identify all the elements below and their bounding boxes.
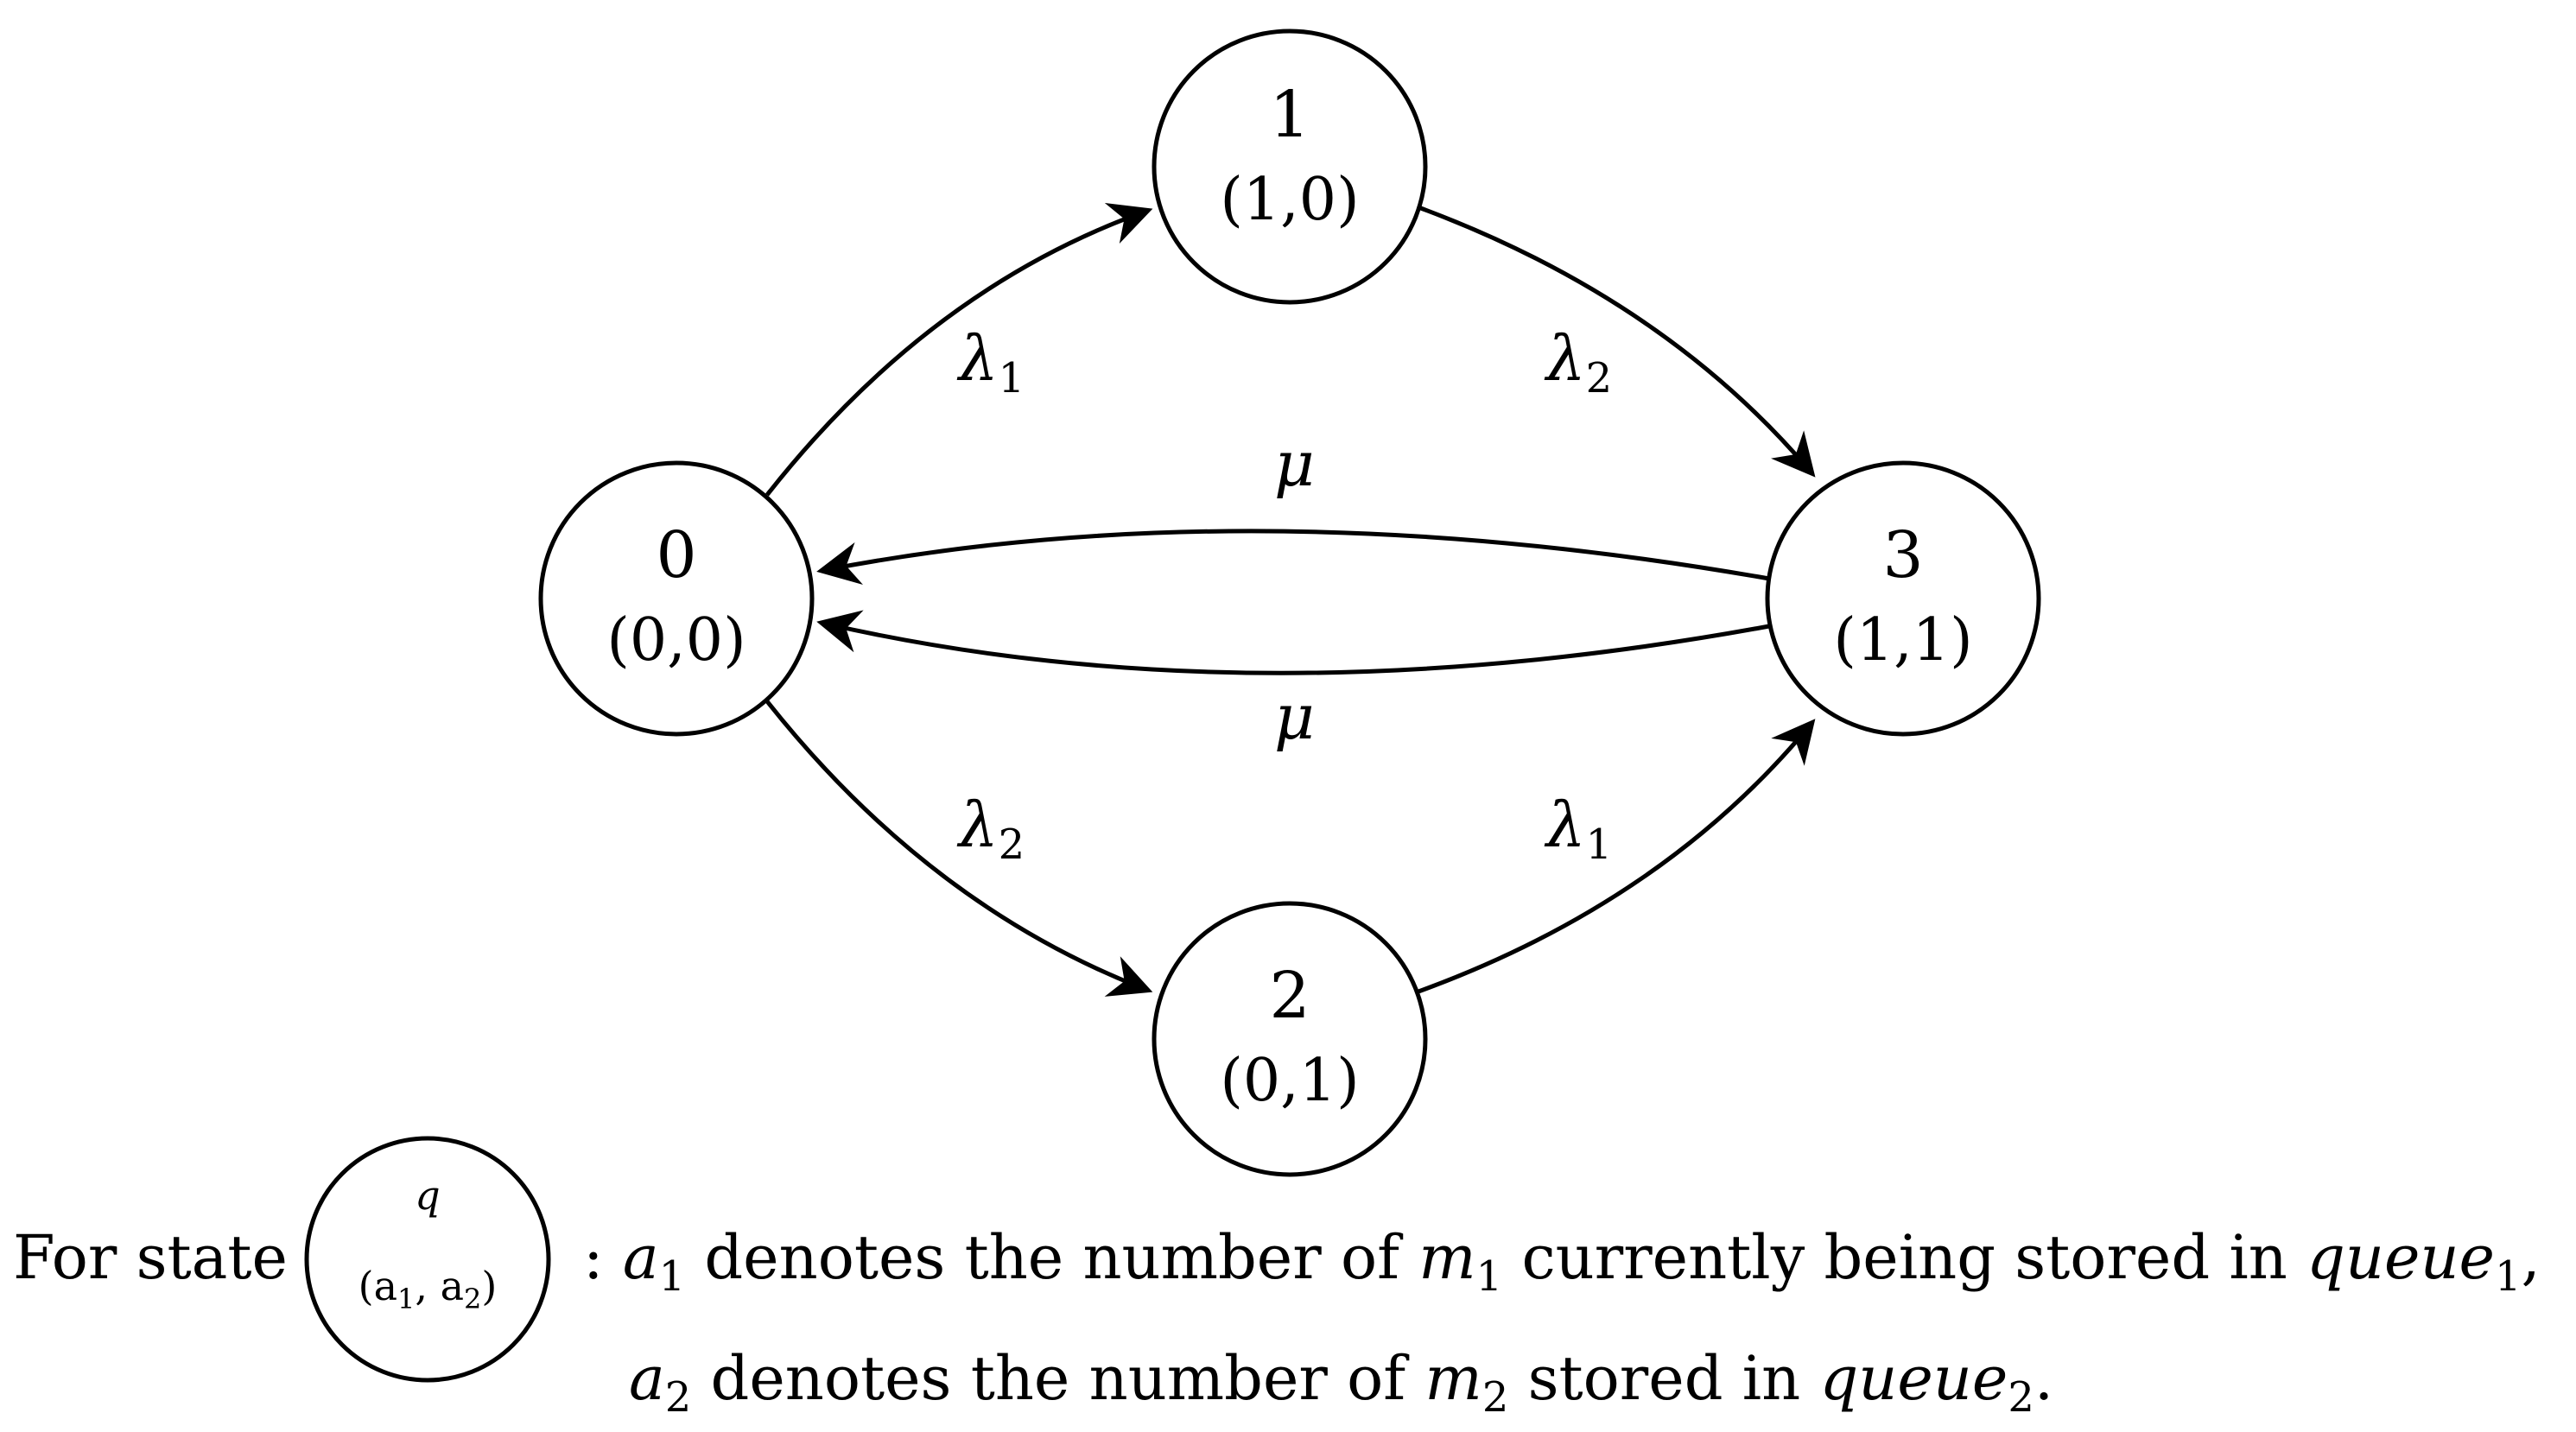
state-node-2: 2 (0,1) <box>1152 901 1428 1177</box>
edge-label-0-to-2: λ2 <box>956 789 1025 869</box>
state-node-3: 3 (1,1) <box>1765 460 2041 737</box>
edge-label-3-to-0-lower: μ <box>1274 681 1315 753</box>
svg-text:(a1, a2): (a1, a2) <box>358 1263 498 1315</box>
edge-label-0-to-1: λ1 <box>956 322 1025 402</box>
edge-label-1-to-3: λ2 <box>1544 322 1612 402</box>
svg-text:q: q <box>415 1172 440 1219</box>
svg-text:0: 0 <box>656 518 696 592</box>
state-node-1: 1 (1,0) <box>1152 29 1428 305</box>
edge-0-to-2 <box>765 700 1153 997</box>
state-node-0: 0 (0,0) <box>538 460 815 737</box>
edge-label-3-to-0-upper: μ <box>1274 428 1315 500</box>
svg-text:(1,0): (1,0) <box>1220 166 1359 234</box>
edge-3-to-0-lower <box>816 610 1770 675</box>
svg-text:(1,1): (1,1) <box>1833 606 1972 675</box>
edge-2-to-3 <box>1418 719 1816 994</box>
legend-prefix: For state <box>13 1222 288 1293</box>
edge-label-2-to-3: λ1 <box>1544 789 1612 869</box>
svg-text:3: 3 <box>1882 518 1923 592</box>
svg-text:(0,0): (0,0) <box>606 606 746 675</box>
edge-1-to-3 <box>1418 205 1816 478</box>
svg-text:1: 1 <box>1269 78 1310 152</box>
edge-0-to-1 <box>765 203 1153 497</box>
legend: For state q (a1, a2) : a1 denotes the nu… <box>13 1136 2541 1422</box>
edge-3-to-0-upper <box>816 529 1770 586</box>
legend-line-2: a2 denotes the number of m2 stored in qu… <box>629 1343 2053 1422</box>
legend-line-1: : a1 denotes the number of m1 currently … <box>583 1222 2541 1301</box>
svg-text:2: 2 <box>1269 959 1310 1033</box>
svg-text:(0,1): (0,1) <box>1220 1047 1359 1115</box>
legend-sample-node: q (a1, a2) <box>304 1136 551 1383</box>
